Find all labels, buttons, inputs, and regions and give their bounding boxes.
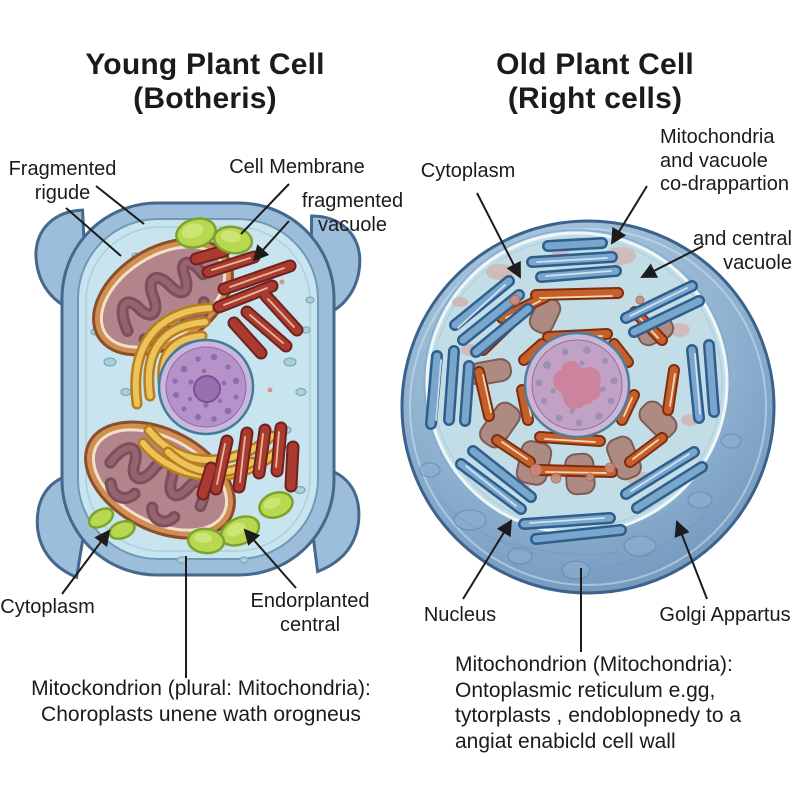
er-cluster-bottom-right	[196, 421, 300, 501]
label-fragmented-vacuole: fragmented vacuole	[301, 190, 404, 236]
label-nucleus: Nucleus	[423, 604, 497, 626]
salmon-granules	[509, 294, 645, 484]
leader-lines	[61, 183, 708, 678]
old-plant-cell-illustration	[400, 219, 776, 595]
label-golgi-apparatus: Golgi Appartus	[659, 604, 791, 626]
label-mitochondria-vacuole: Mitochondria and vacuole co-drappartion	[660, 126, 789, 196]
blue-mitochondria-ring	[425, 237, 720, 545]
caption-right: Mitochondrion (Mitochondria): Ontoplasmi…	[455, 653, 742, 753]
nucleolus-blob	[553, 361, 601, 409]
right-cell-title: Old Plant Cell (Right cells)	[496, 48, 694, 115]
nucleus-right	[523, 331, 631, 439]
young-plant-cell-illustration	[30, 201, 365, 580]
label-cytoplasm-right: Cytoplasm	[420, 160, 516, 182]
label-cell-membrane: Cell Membrane	[229, 156, 365, 178]
caption-left: Mitockondrion (plural: Mitochondria): Ch…	[31, 677, 371, 726]
er-cluster-top-right	[189, 244, 304, 360]
nucleus-left	[157, 338, 255, 436]
label-central-vacuole: and central vacuole	[693, 228, 792, 274]
label-fragmented-rigude: Fragmented rigude	[8, 158, 117, 204]
left-cell-title: Young Plant Cell (Botheris)	[85, 48, 325, 115]
mitochondrion-bottom	[84, 420, 236, 540]
label-cytoplasm-left: Cytoplasm	[0, 596, 95, 618]
label-endorplanted-central: Endorplanted central	[250, 590, 370, 636]
